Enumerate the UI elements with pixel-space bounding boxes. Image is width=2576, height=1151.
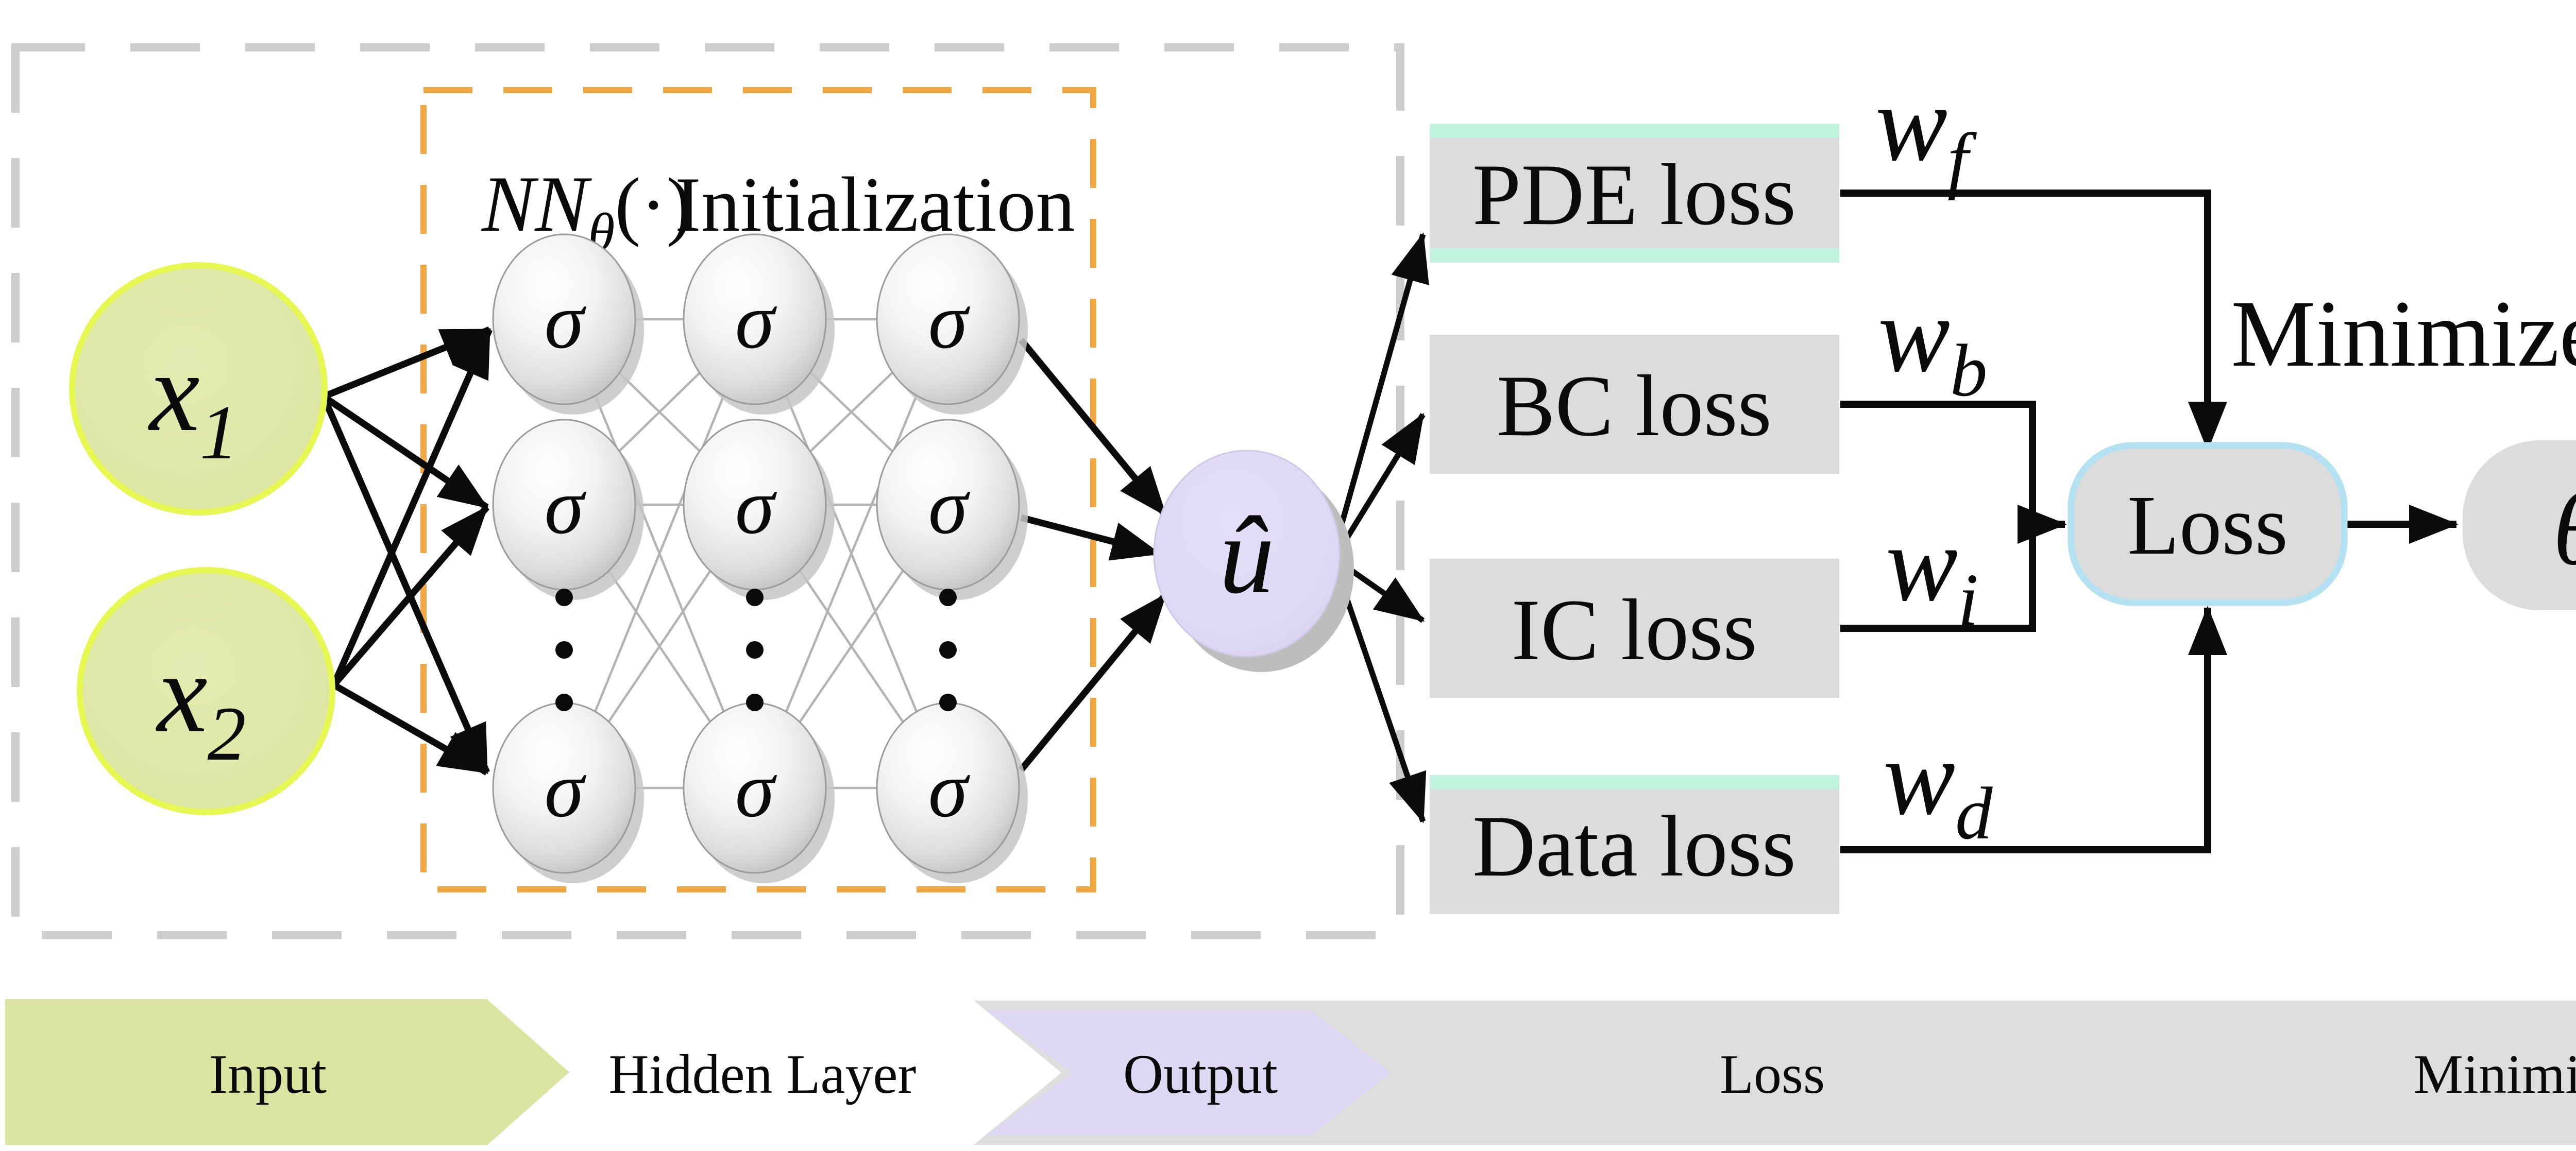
sigma-node: σ bbox=[683, 233, 835, 415]
loss-node-label: Loss bbox=[2127, 478, 2288, 572]
theta-node-label: θ* bbox=[2553, 454, 2576, 587]
sigma-node: σ bbox=[683, 419, 835, 600]
theta-node: θ* bbox=[2463, 440, 2576, 610]
sigma-label: σ bbox=[545, 745, 587, 834]
loss-box-bc: BC loss bbox=[1430, 335, 1839, 474]
sigma-node: σ bbox=[492, 419, 644, 600]
sigma-node: σ bbox=[492, 702, 644, 883]
sigma-node: σ bbox=[492, 233, 644, 415]
loss-node: Loss bbox=[2067, 442, 2348, 606]
pde-loss-box bbox=[1430, 124, 1839, 263]
ic-loss-box bbox=[1430, 559, 1839, 698]
sigma-label: σ bbox=[735, 462, 777, 551]
input-circle-x2 bbox=[77, 567, 335, 815]
loss-box-pde: PDE loss bbox=[1430, 124, 1839, 263]
input-to-hidden-arrows bbox=[320, 326, 493, 776]
outer-dashed-frame bbox=[11, 43, 1404, 939]
bc-loss-box bbox=[1430, 335, 1839, 474]
input-node-x1: x1 bbox=[69, 262, 328, 516]
loss-box-data: Data loss bbox=[1430, 775, 1839, 914]
data-loss-accent-top bbox=[1430, 775, 1839, 789]
legend-label-minimize: Minimize bbox=[2414, 1044, 2576, 1105]
weight-label-wb: wb bbox=[1878, 275, 1988, 412]
sigma-node: σ bbox=[683, 702, 835, 883]
weight-label-wf: wf bbox=[1875, 64, 1977, 201]
data-to-loss-line bbox=[1840, 606, 2227, 853]
sigma-node: σ bbox=[876, 233, 1028, 415]
legend-banner: Input Hidden Layer Output Loss Minimize bbox=[5, 999, 2576, 1145]
legend-label-output: Output bbox=[1123, 1044, 1278, 1105]
uhat-circle bbox=[1153, 450, 1341, 658]
loss-node-box bbox=[2067, 442, 2348, 606]
pde-loss-accent-bottom bbox=[1430, 248, 1839, 263]
loss-box-ic: IC loss bbox=[1430, 559, 1839, 698]
sigma-label: σ bbox=[928, 277, 971, 365]
sigma-node: σ bbox=[876, 702, 1028, 883]
sigma-label: σ bbox=[545, 462, 587, 551]
weight-label-wd: wd bbox=[1883, 718, 1993, 855]
sigma-label: σ bbox=[735, 277, 777, 365]
legend-input-arrow bbox=[5, 999, 569, 1145]
minimize-label: Minimize bbox=[2231, 281, 2576, 387]
input-circle-x1 bbox=[69, 262, 328, 516]
sigma-label: σ bbox=[735, 745, 777, 834]
ic-line bbox=[1840, 524, 2036, 632]
output-node-uhat: û bbox=[1153, 450, 1354, 672]
ic-loss-label: IC loss bbox=[1511, 581, 1757, 678]
theta-node-box bbox=[2463, 440, 2576, 610]
pde-loss-label: PDE loss bbox=[1472, 146, 1796, 243]
hidden-layer-nodes: σ σ σ σ σ σ σ bbox=[492, 233, 1028, 883]
legend-gray-band bbox=[974, 1001, 2576, 1145]
bc-line bbox=[1840, 401, 2036, 524]
input-node-x2: x2 bbox=[77, 567, 335, 815]
legend-label-input: Input bbox=[209, 1044, 327, 1105]
bc-loss-label: BC loss bbox=[1497, 357, 1772, 454]
ellipsis-dots bbox=[555, 589, 957, 711]
pde-to-loss-line bbox=[1840, 190, 2227, 451]
sigma-label: σ bbox=[928, 462, 971, 551]
input-label-x1: x1 bbox=[148, 329, 239, 475]
sigma-label: σ bbox=[928, 745, 971, 834]
sigma-label: σ bbox=[545, 277, 587, 365]
data-loss-box bbox=[1430, 775, 1839, 914]
hidden-to-output-arrows bbox=[1018, 337, 1168, 772]
uhat-label: û bbox=[1219, 493, 1275, 616]
legend-label-hidden-layer: Hidden Layer bbox=[609, 1044, 917, 1105]
pde-loss-accent-top bbox=[1430, 124, 1839, 138]
output-to-loss-arrows bbox=[1335, 232, 1429, 823]
sigma-node: σ bbox=[876, 419, 1028, 600]
legend-output-arrow bbox=[987, 1010, 1391, 1135]
legend-label-loss: Loss bbox=[1720, 1044, 1825, 1105]
loss-routing-lines bbox=[1840, 190, 2459, 853]
initialization-label: Initialization bbox=[675, 161, 1075, 248]
input-label-x2: x2 bbox=[156, 630, 246, 777]
weight-label-wi: wi bbox=[1886, 504, 1978, 641]
data-loss-label: Data loss bbox=[1472, 798, 1796, 895]
nn-dashed-frame bbox=[420, 87, 1096, 892]
